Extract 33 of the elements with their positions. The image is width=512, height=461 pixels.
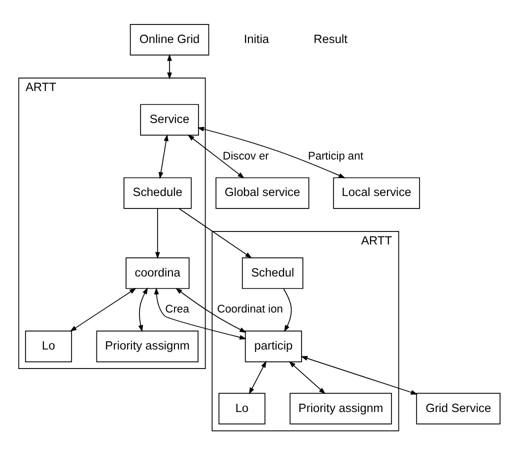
- label: Initia: [244, 31, 270, 46]
- edge-label: Crea: [165, 303, 190, 316]
- arrow: [283, 288, 292, 332]
- arrow: [197, 126, 346, 178]
- arrow: [154, 287, 246, 340]
- node-box: Local service: [333, 176, 420, 208]
- node-box: Priority assignm: [290, 392, 392, 424]
- arrow: [138, 286, 148, 332]
- edge-label: Coordinat ion: [217, 303, 283, 316]
- node-box: Online Grid: [130, 23, 210, 55]
- edge-label: Discov er: [222, 150, 269, 162]
- node-box: coordina: [126, 256, 190, 288]
- arrow: [167, 54, 172, 79]
- arrow: [248, 360, 266, 394]
- arrow: [70, 287, 136, 332]
- node-box: Schedule: [124, 176, 192, 208]
- edge-label: Particip ant: [308, 150, 364, 162]
- node-box: Schedul: [242, 256, 304, 288]
- arrow: [288, 360, 326, 394]
- node-box: Grid Service: [416, 392, 500, 424]
- node-box: Global service: [216, 176, 310, 208]
- arrow: [300, 356, 418, 394]
- arrow: [158, 134, 168, 178]
- node-box: particip: [244, 330, 302, 362]
- arrow: [155, 208, 160, 258]
- node-box: Lo: [25, 330, 72, 362]
- node-box: Priority assignm: [96, 330, 198, 362]
- node-box: Lo: [218, 392, 266, 424]
- label: Result: [314, 31, 348, 46]
- node-box: Service: [140, 104, 199, 136]
- arrow: [188, 134, 244, 178]
- arrow: [178, 208, 252, 258]
- arrow: [175, 287, 246, 332]
